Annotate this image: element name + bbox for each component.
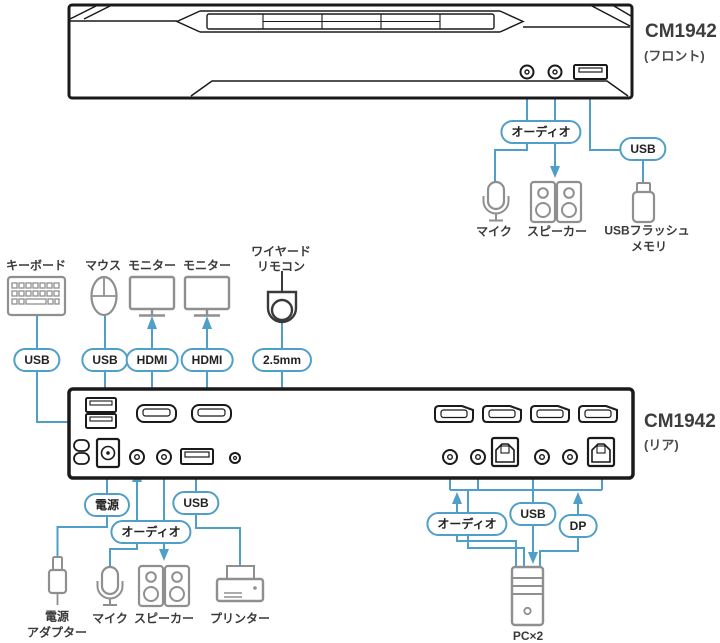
rear-mic-label: マイク	[92, 611, 128, 626]
rear-usb-b-port-2	[586, 436, 616, 468]
line-usb-flash	[589, 84, 644, 182]
pc-tower-icon	[510, 565, 545, 627]
line-printer	[195, 465, 241, 565]
usb-flash-label-line2: メモリ	[630, 239, 668, 254]
hdmi1-pill: HDMI	[125, 348, 179, 372]
keyboard-usb-pill: USB	[13, 348, 61, 372]
arrow-down-speaker-front	[550, 166, 560, 178]
rear-audio-jack-speaker	[156, 449, 172, 465]
remote-label-line2: リモコン	[256, 259, 306, 274]
power-pill: 電源	[83, 493, 131, 517]
keyboard-icon	[6, 275, 67, 317]
wired-remote-icon	[266, 271, 298, 324]
rear-usb-pill: USB	[172, 491, 220, 515]
rear-usb-stack	[85, 397, 117, 429]
pc-audio-pill: オーディオ	[426, 512, 508, 536]
monitor1-icon	[128, 275, 176, 317]
line-mic-rear	[109, 482, 138, 566]
line-pc-audio-a	[456, 504, 517, 566]
remote-25mm-pill: 2.5mm	[251, 348, 313, 372]
rear-pc-audio-jacks	[442, 449, 578, 465]
speakers2-icon	[137, 564, 191, 608]
printer-label: プリンター	[209, 611, 271, 626]
front-speaker-jack	[547, 64, 563, 80]
arrow-up-monitor2	[202, 316, 212, 329]
front-audio-pill: オーディオ	[500, 120, 582, 144]
rear-usb-b-port-1	[490, 436, 520, 468]
usb-flash-drive-icon	[631, 182, 656, 224]
monitor1-label: モニター	[127, 258, 177, 273]
monitor2-icon	[183, 275, 231, 317]
arrow-down-speaker-rear	[159, 549, 169, 561]
rear-panel-model-label: CM1942	[644, 411, 716, 432]
front-panel	[67, 3, 634, 100]
arrow-up-pc-dp	[573, 492, 583, 504]
rear-mode-switch	[73, 439, 90, 465]
front-panel-side-label: (フロント)	[644, 48, 705, 64]
rear-panel-side-label: (リア)	[644, 437, 679, 453]
power-adapter-icon	[47, 556, 68, 605]
pc-label: PC×2	[512, 629, 544, 643]
rear-dp-ports	[434, 405, 618, 423]
power-adapter-label-line1: 電源	[44, 609, 70, 624]
microphone-icon	[482, 180, 510, 222]
rear-hdmi-port-1	[136, 404, 177, 423]
front-speaker-label: スピーカー	[526, 224, 588, 239]
monitor2-label: モニター	[182, 258, 232, 273]
power-adapter-label-line2: アダプター	[26, 625, 88, 640]
front-panel-model-label: CM1942	[645, 21, 717, 42]
arrow-up-pc-audio	[452, 492, 462, 504]
printer-icon	[215, 565, 265, 603]
front-grille	[175, 10, 525, 33]
pc-dp-pill: DP	[558, 514, 598, 538]
remote-label-line1: ワイヤード	[251, 244, 311, 259]
front-usb-port	[573, 64, 608, 80]
front-mic-label: マイク	[476, 224, 512, 239]
front-corner-hatch-right	[591, 5, 632, 27]
connection-lines	[36, 83, 644, 566]
rear-dc-power-jack	[95, 437, 121, 469]
hdmi2-pill: HDMI	[180, 348, 234, 372]
speakers-icon	[529, 180, 583, 224]
mouse-label: マウス	[84, 258, 122, 273]
front-corner-hatch-left	[69, 5, 111, 20]
mouse-icon	[90, 275, 118, 317]
line-pc-audio-b	[467, 490, 525, 566]
peripheral-icons	[6, 180, 656, 627]
microphone2-icon	[96, 565, 124, 606]
arrow-up-monitor1	[147, 316, 157, 329]
rear-speaker-label: スピーカー	[133, 611, 195, 626]
usb-flash-label-line1: USBフラッシュ	[604, 223, 690, 238]
keyboard-label: キーボード	[5, 258, 67, 273]
arrow-down-pc-usb	[528, 552, 538, 564]
front-foot-line	[190, 80, 629, 97]
front-usb-pill: USB	[619, 137, 667, 161]
rear-hdmi-port-2	[191, 404, 232, 423]
mouse-usb-pill: USB	[81, 348, 129, 372]
rear-25mm-jack	[229, 452, 241, 464]
rear-panel	[67, 387, 635, 480]
rear-audio-pill: オーディオ	[110, 520, 192, 544]
rear-audio-jack-mic	[129, 449, 145, 465]
rear-usb-a-port	[180, 448, 214, 465]
pc-usb-pill: USB	[509, 502, 557, 526]
front-mic-jack	[519, 64, 535, 80]
